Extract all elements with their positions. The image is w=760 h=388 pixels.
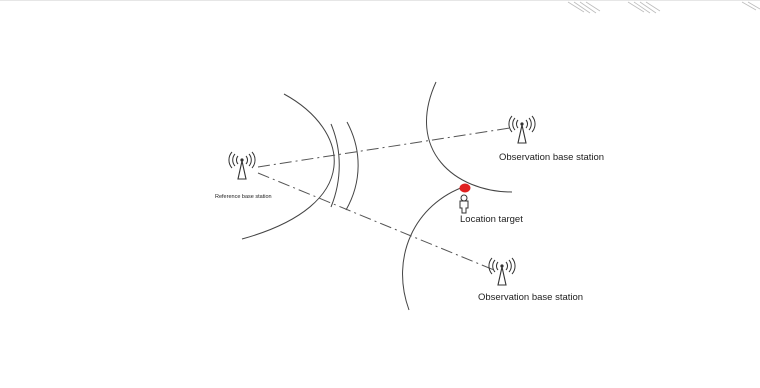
observation-station-2-label: Observation base station (478, 292, 583, 303)
hyperbola-arc-observation-1 (426, 81, 513, 193)
decorative-hatch (567, 1, 760, 14)
location-target-label: Location target (460, 214, 523, 225)
antenna-tower-icon (228, 151, 256, 180)
hyperbola-arc-left-inner-2 (345, 121, 359, 211)
reference-station-label: Reference base station (215, 194, 272, 200)
hyperbola-arc-left-outer (241, 93, 335, 240)
hyperbola-arc-observation-2 (402, 185, 467, 311)
antenna-tower-icon (508, 115, 536, 144)
link-reference-to-observation-2 (257, 172, 495, 271)
link-reference-to-observation-1 (257, 127, 511, 168)
location-target-marker (459, 183, 471, 193)
hyperbola-arc-left-inner (330, 123, 340, 208)
antenna-tower-icon (488, 257, 516, 286)
observation-station-1-label: Observation base station (499, 152, 604, 163)
person-icon (459, 194, 469, 214)
